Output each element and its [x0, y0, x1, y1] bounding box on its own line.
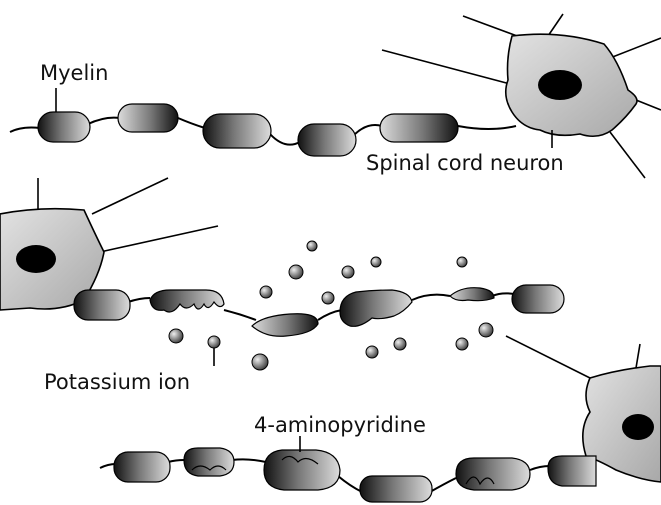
potassium-ion-label: Potassium ion: [44, 370, 190, 394]
potassium-ion: [366, 346, 378, 358]
potassium-ion: [307, 241, 317, 251]
dendrite: [506, 336, 594, 380]
dendrite: [382, 50, 510, 84]
potassium-ion: [457, 257, 467, 267]
damaged-myelin-segment: [150, 290, 224, 312]
potassium-ion: [260, 286, 272, 298]
repaired-myelin-segment: [264, 450, 340, 490]
potassium-ion: [252, 354, 268, 370]
damaged-myelin-segment: [252, 314, 318, 337]
myelin-segment: [38, 112, 90, 142]
repaired-myelin-segment: [456, 458, 530, 490]
potassium-ion: [456, 338, 468, 350]
spinal-cord-neuron-label: Spinal cord neuron: [366, 151, 564, 175]
dendrite: [548, 14, 563, 36]
middle-neuron-group: Potassium ion: [0, 178, 564, 394]
myelin-segment: [118, 104, 178, 132]
myelin-segment: [512, 285, 564, 313]
potassium-ion: [479, 323, 493, 337]
potassium-ion: [169, 329, 183, 343]
potassium-ion: [371, 257, 381, 267]
potassium-ion: [322, 292, 334, 304]
potassium-ion: [394, 338, 406, 350]
dendrite: [636, 100, 661, 110]
top-neuron-group: Myelin Spinal cord neuron: [10, 14, 661, 178]
aminopyridine-label: 4-aminopyridine: [254, 413, 426, 437]
dendrite: [92, 178, 168, 214]
potassium-ion: [342, 266, 354, 278]
myelin-segment: [380, 114, 458, 142]
myelin-label: Myelin: [40, 61, 108, 85]
nucleus: [538, 70, 582, 100]
bottom-neuron-group: 4-aminopyridine: [100, 336, 661, 502]
repaired-myelin-segment: [184, 448, 234, 476]
myelin-segment: [360, 476, 432, 502]
myelin-segment: [74, 290, 130, 320]
dendrite: [100, 226, 218, 252]
damaged-myelin-segment: [340, 290, 412, 326]
damaged-myelin-segment: [450, 288, 494, 301]
nucleus: [16, 245, 56, 273]
dendrite: [610, 132, 645, 178]
dendrite: [636, 344, 640, 368]
potassium-ion: [208, 336, 220, 348]
dendrite: [610, 38, 661, 58]
myelin-segment: [548, 456, 596, 486]
nucleus: [622, 414, 654, 440]
potassium-ion: [289, 265, 303, 279]
myelin-segment: [298, 124, 356, 156]
myelin-segment: [203, 114, 271, 148]
myelin-segment: [114, 452, 170, 482]
